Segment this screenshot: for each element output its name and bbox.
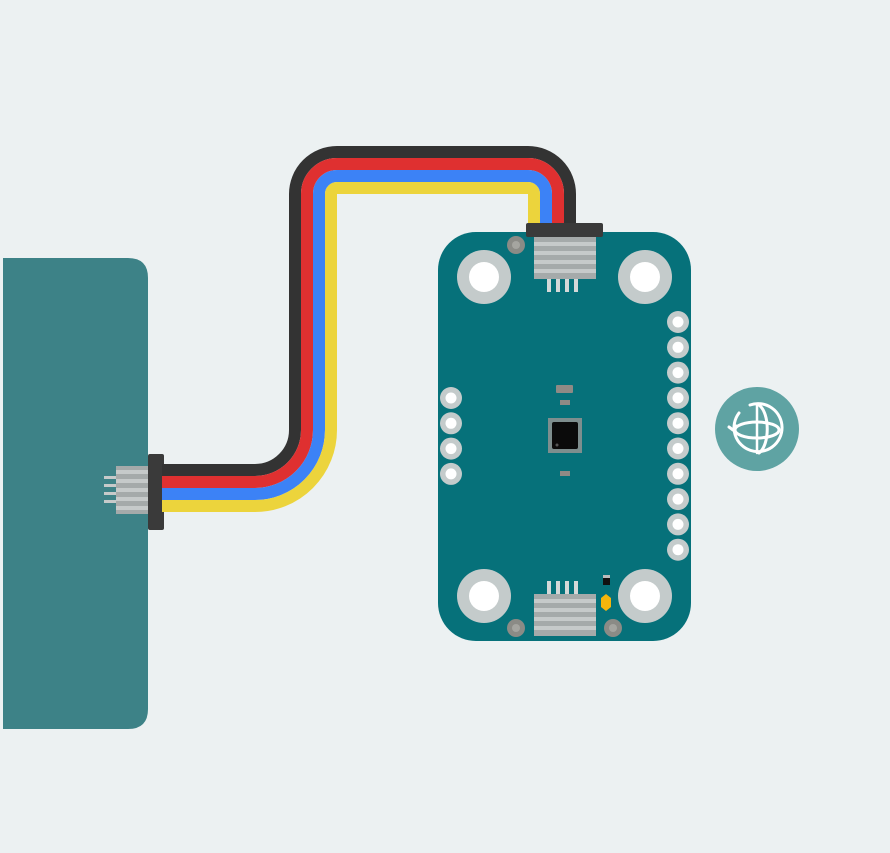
resistor	[560, 400, 570, 405]
via	[609, 624, 617, 632]
wire-blue	[162, 170, 552, 500]
header-pin	[667, 437, 689, 460]
status-led	[601, 594, 611, 611]
wire-black	[162, 146, 576, 476]
capacitor	[556, 385, 573, 393]
sensor-breakout-board	[438, 223, 691, 641]
header-pin	[667, 386, 689, 409]
header-pin	[440, 437, 462, 460]
qwiic-cable	[162, 146, 576, 512]
via	[512, 241, 520, 249]
led-resistor	[603, 575, 610, 585]
header-pin	[667, 311, 689, 333]
header-pin	[440, 462, 462, 485]
wire-red	[162, 158, 564, 488]
globe-rotate-icon	[727, 402, 784, 455]
mounting-hole	[618, 569, 672, 623]
bottom-connector	[534, 581, 596, 636]
header-pin	[667, 336, 689, 359]
top-connector	[526, 223, 603, 292]
mounting-hole	[457, 250, 511, 304]
header-pin	[667, 538, 689, 561]
header-pin	[667, 412, 689, 435]
wire-yellow	[162, 182, 540, 512]
host-board	[3, 258, 148, 729]
resistor	[560, 471, 570, 476]
header-pin	[667, 361, 689, 384]
via	[512, 624, 520, 632]
mounting-hole	[457, 569, 511, 623]
header-pin	[667, 488, 689, 511]
header-pin	[440, 387, 462, 409]
header-pin	[440, 412, 462, 435]
mounting-hole	[618, 250, 672, 304]
left-header	[440, 387, 462, 485]
header-pin	[667, 462, 689, 485]
sensor-chip	[548, 418, 582, 453]
host-connector	[104, 454, 164, 530]
right-header	[667, 311, 689, 561]
header-pin	[667, 513, 689, 536]
orientation-button[interactable]	[715, 387, 799, 471]
